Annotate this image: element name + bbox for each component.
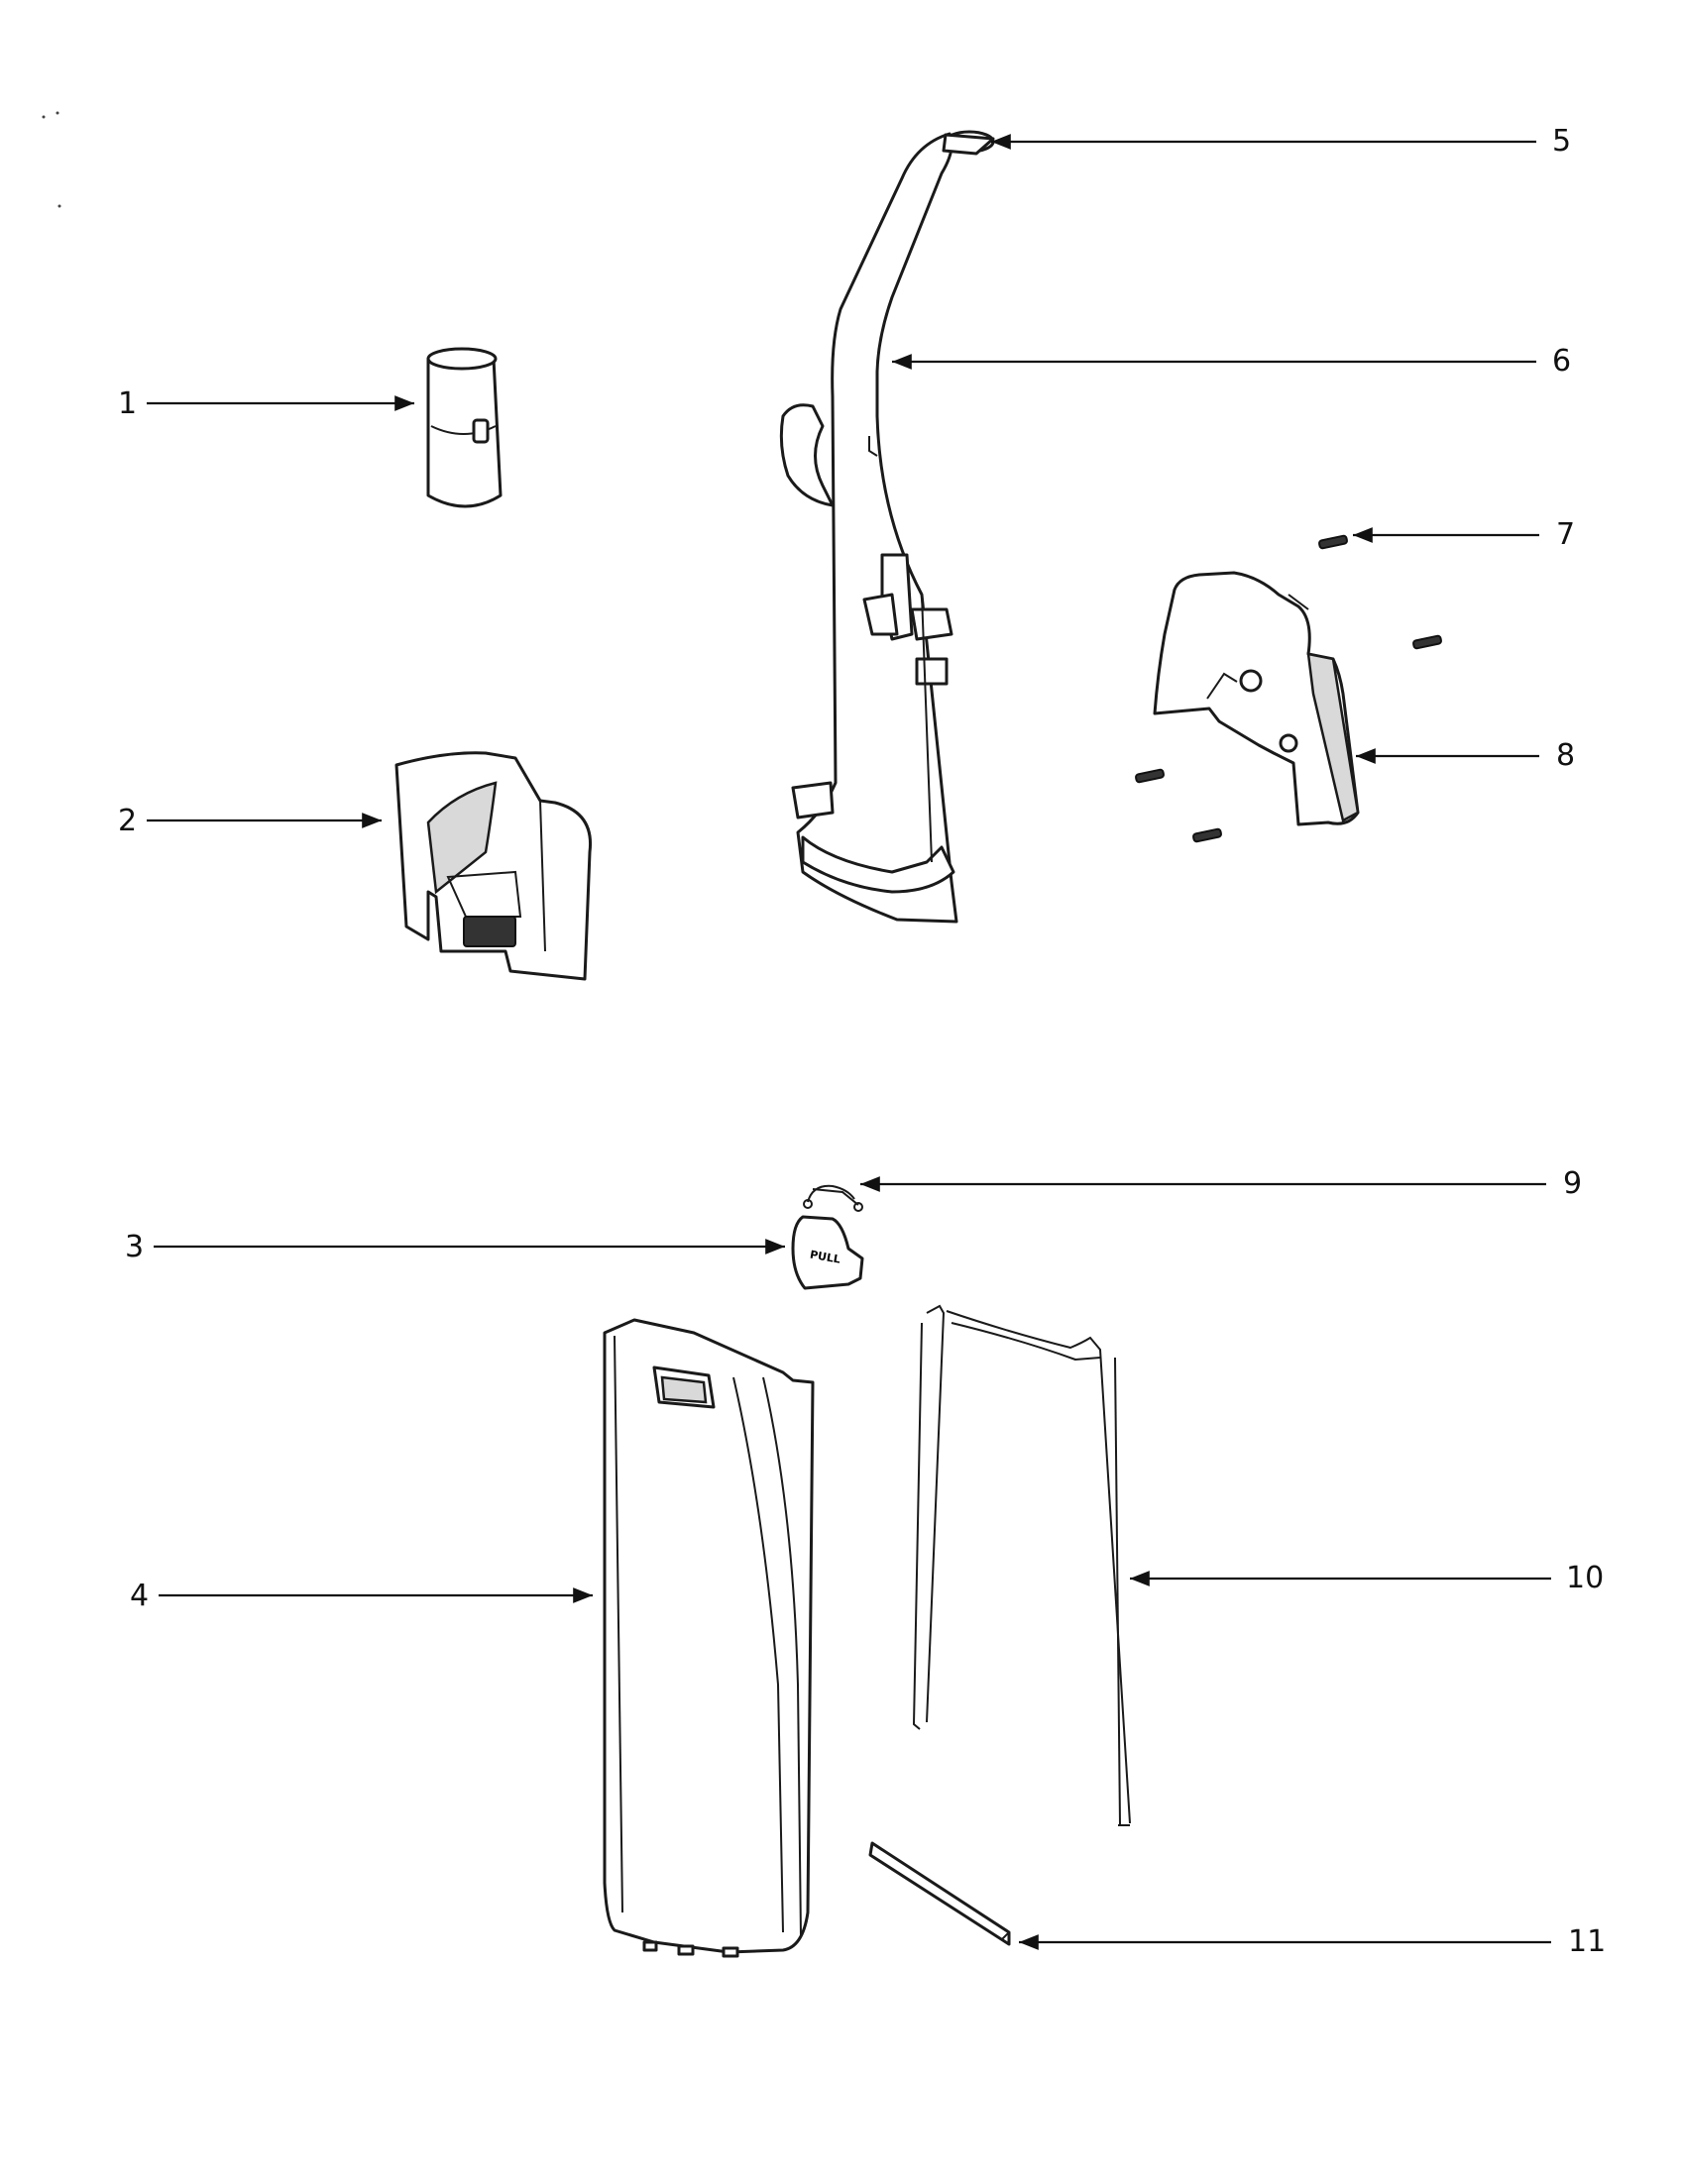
part-8-cord-housing [1153,571,1360,826]
callout-10: 10 [1566,1561,1605,1595]
leader-lines [147,134,1551,1950]
callout-6: 6 [1552,344,1572,379]
part-1-hose-adapter [426,347,503,508]
part-2-hose-holder [394,751,593,981]
scan-specks [42,111,61,208]
part-11-foam-strip [868,1841,1011,1946]
callout-1: 1 [118,386,138,421]
callout-7: 7 [1556,517,1576,552]
callout-8: 8 [1556,738,1576,773]
part-3-pull-tab: PULL [791,1215,864,1290]
callout-4: 4 [130,1579,150,1613]
part-4-door-cover [603,1318,815,1958]
callout-5: 5 [1552,124,1572,159]
pull-label: PULL [809,1249,841,1266]
part-6-upper-housing [779,130,995,924]
part-10-door-gasket [912,1304,1131,1826]
callout-2: 2 [118,804,138,838]
part-9-spring-clip [803,1184,863,1212]
callout-9: 9 [1563,1166,1583,1201]
callout-3: 3 [125,1230,145,1264]
callout-11: 11 [1568,1924,1607,1959]
part-7-screws [1135,534,1442,843]
